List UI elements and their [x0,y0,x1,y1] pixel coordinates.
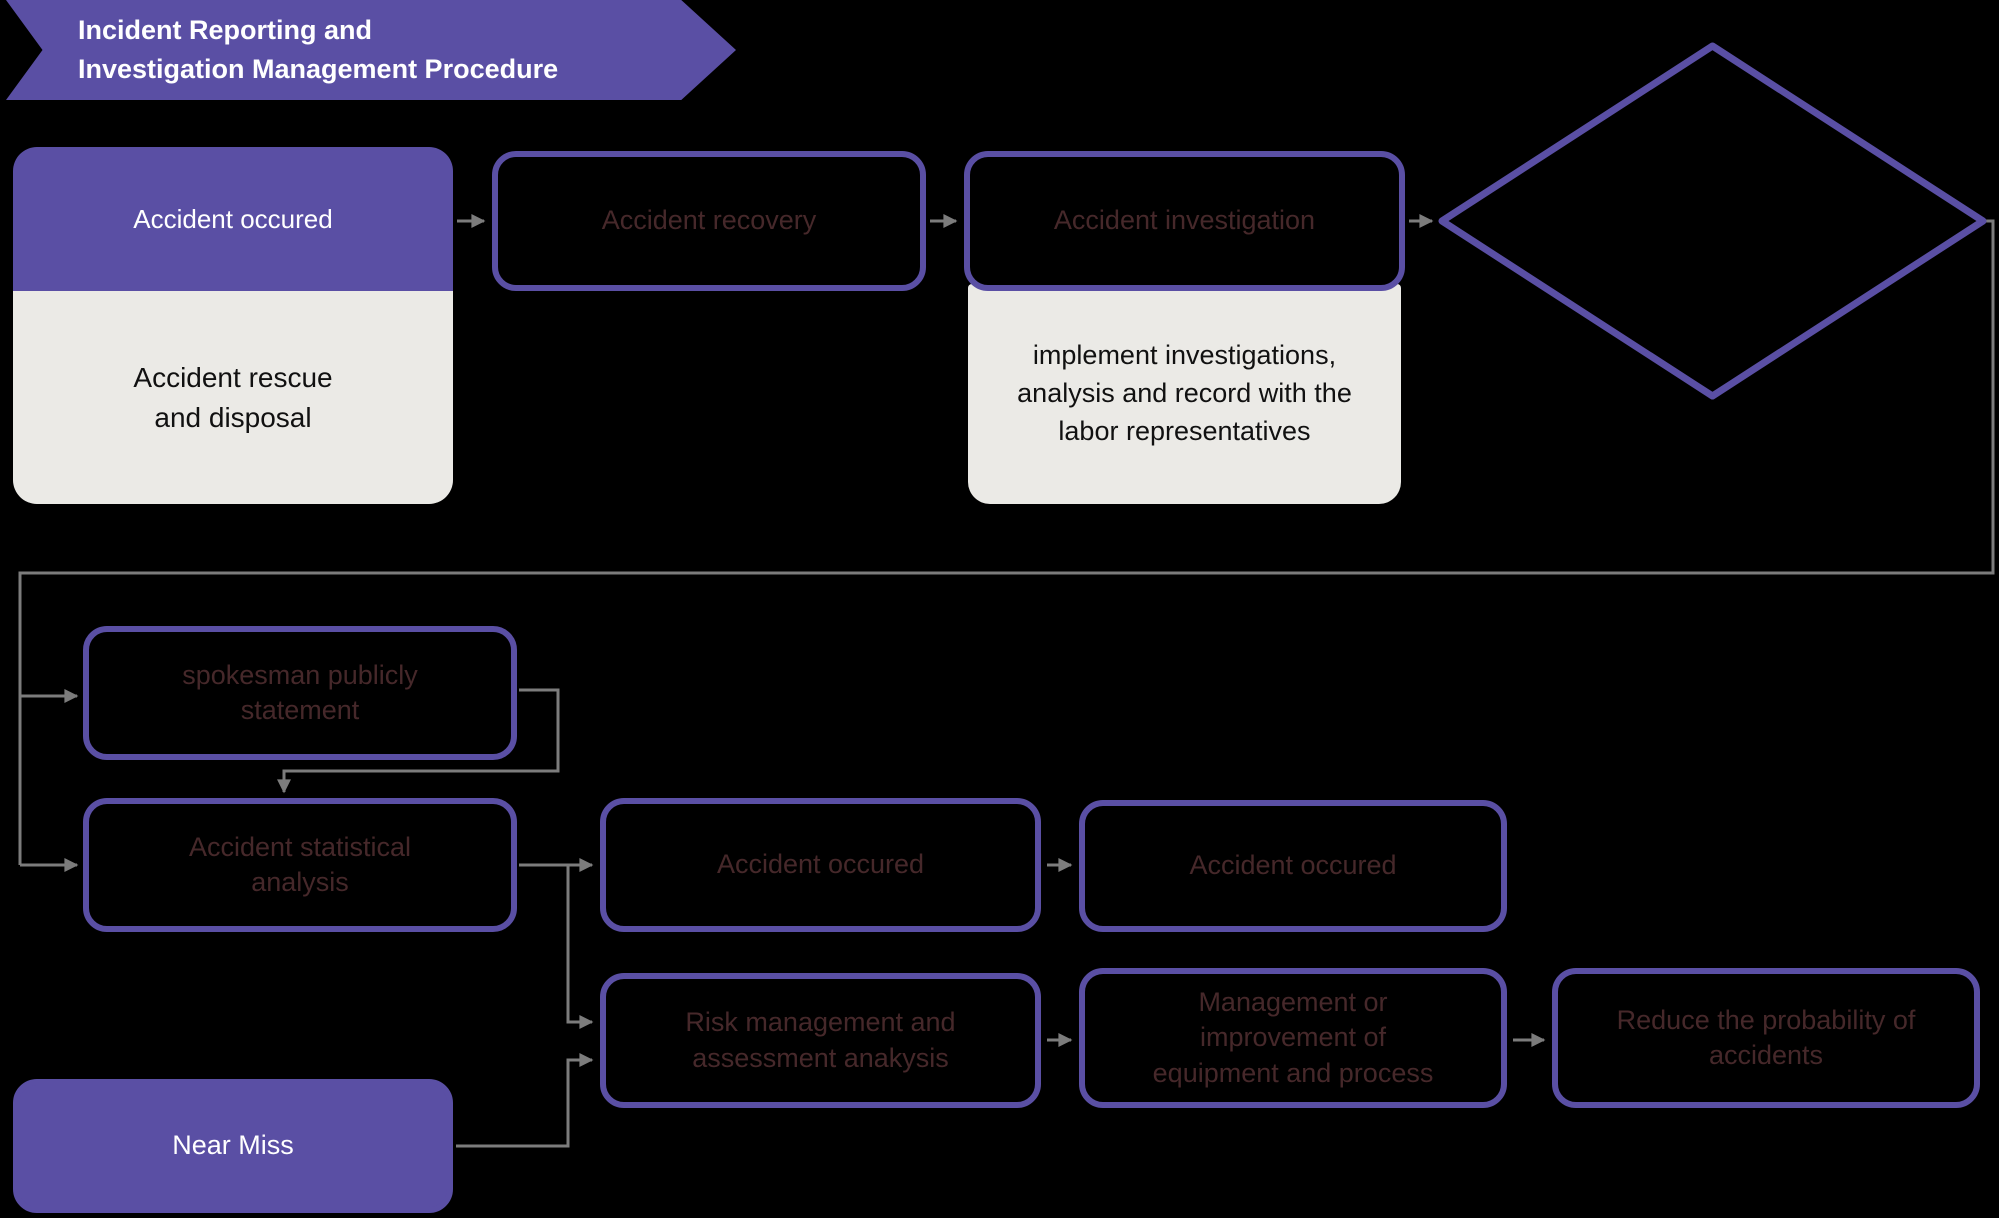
connector-decision-loopback-trunk [18,219,1995,865]
node-reduce-probability: Reduce the probability of accidents [1552,968,1980,1108]
node-risk-assessment: Risk management and assessment anakysis [600,973,1041,1108]
node-accident-occured-2: Accident occured [600,798,1041,932]
connector-nearmiss-to-risk [456,1053,594,1148]
node-accident-occured-header: Accident occured [13,147,453,291]
node-accident-recovery-label: Accident recovery [601,205,817,236]
node-near-miss: Near Miss [13,1079,453,1213]
decision-diamond [1438,42,1987,400]
node-management-improvement-label: Management or improvement of equipment a… [1152,987,1434,1088]
node-accident-occured-2-label: Accident occured [716,849,925,880]
node-accident-rescue-body: Accident rescue and disposal [13,291,453,504]
node-accident-investigation: Accident investigation [964,151,1405,291]
node-accident-occured-3: Accident occured [1079,800,1507,932]
node-near-miss-label: Near Miss [172,1130,294,1161]
connector-spokesman-to-statistical [277,688,560,794]
node-statistical-analysis: Accident statistical analysis [83,798,517,932]
node-reduce-probability-label: Reduce the probability of accidents [1616,1004,1916,1070]
note-investigation-detail: implement investigations, analysis and r… [968,284,1401,504]
node-management-improvement: Management or improvement of equipment a… [1079,968,1507,1108]
node-risk-assessment-label: Risk management and assessment anakysis [685,1007,956,1073]
node-statistical-analysis-label: Accident statistical analysis [188,831,412,897]
node-spokesman-statement: spokesman publicly statement [83,626,517,760]
node-accident-occured-3-label: Accident occured [1189,850,1397,881]
note-investigation-detail-text: implement investigations, analysis and r… [1017,340,1352,446]
node-accident-occured-start: Accident occured Accident rescue and dis… [13,147,453,504]
decision-diamond-shape [1438,42,1987,400]
node-accident-recovery: Accident recovery [492,151,926,291]
title-banner: Incident Reporting and Investigation Man… [6,0,736,100]
node-accident-investigation-label: Accident investigation [1053,205,1316,236]
node-spokesman-statement-label: spokesman publicly statement [182,659,418,725]
page-title: Incident Reporting and Investigation Man… [78,14,559,84]
connector-junction-to-risk [566,865,594,1029]
